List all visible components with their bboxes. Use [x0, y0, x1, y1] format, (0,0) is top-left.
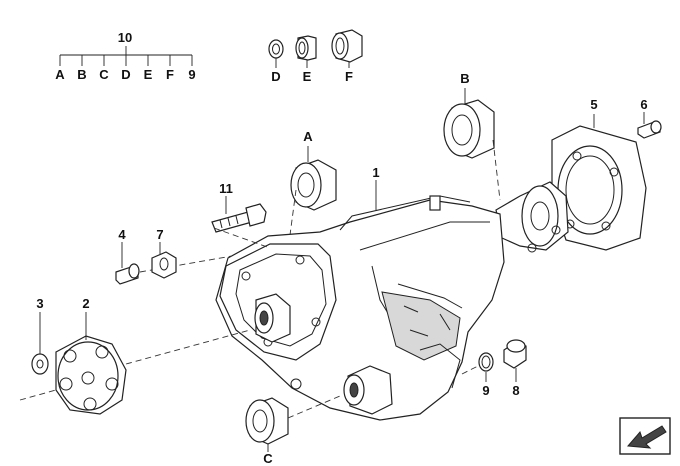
kit-legend-bracket: [59, 46, 193, 66]
callout-11: 11: [219, 181, 233, 196]
transfer-case-housing: [215, 180, 505, 421]
bolt-6: [637, 112, 662, 139]
kit-item-d: D: [121, 67, 131, 82]
callout-9: 9: [482, 383, 490, 398]
callout-e: E: [302, 69, 312, 84]
o-ring-9: [461, 352, 494, 382]
callout-f: F: [345, 69, 353, 84]
callout-8: 8: [512, 383, 520, 398]
kit-item-e: E: [143, 67, 153, 82]
seal-b: [443, 88, 501, 201]
callout-2: 2: [82, 296, 90, 311]
seal-e: [295, 35, 317, 68]
callout-7: 7: [156, 227, 164, 242]
callout-3: 3: [36, 296, 44, 311]
callout-c: C: [263, 451, 273, 466]
kit-item-9: 9: [188, 67, 196, 82]
seal-c: [245, 395, 341, 452]
callout-6: 6: [640, 97, 648, 112]
flex-disc: [19, 312, 251, 415]
callout-1: 1: [372, 165, 380, 180]
kit-item-b: B: [77, 67, 87, 82]
callout-d: D: [271, 69, 281, 84]
nut-7: [151, 242, 177, 279]
callout-b: B: [460, 71, 470, 86]
output-flange: [551, 114, 647, 251]
callout-a: A: [303, 129, 313, 144]
kit-item-f: F: [166, 67, 174, 82]
output-yoke: [495, 181, 569, 253]
plug-8: [503, 339, 527, 382]
kit-item-c: C: [99, 67, 109, 82]
nut-3: [31, 312, 49, 375]
seal-f: [331, 29, 363, 68]
callout-5: 5: [590, 97, 598, 112]
orientation-arrow-icon: [619, 417, 671, 455]
bolt-11: [211, 196, 271, 249]
seal-a: [283, 146, 337, 281]
kit-item-a: A: [55, 67, 65, 82]
callout-4: 4: [118, 227, 126, 242]
seal-d: [268, 39, 284, 68]
kit-title-label: 10: [117, 30, 133, 45]
